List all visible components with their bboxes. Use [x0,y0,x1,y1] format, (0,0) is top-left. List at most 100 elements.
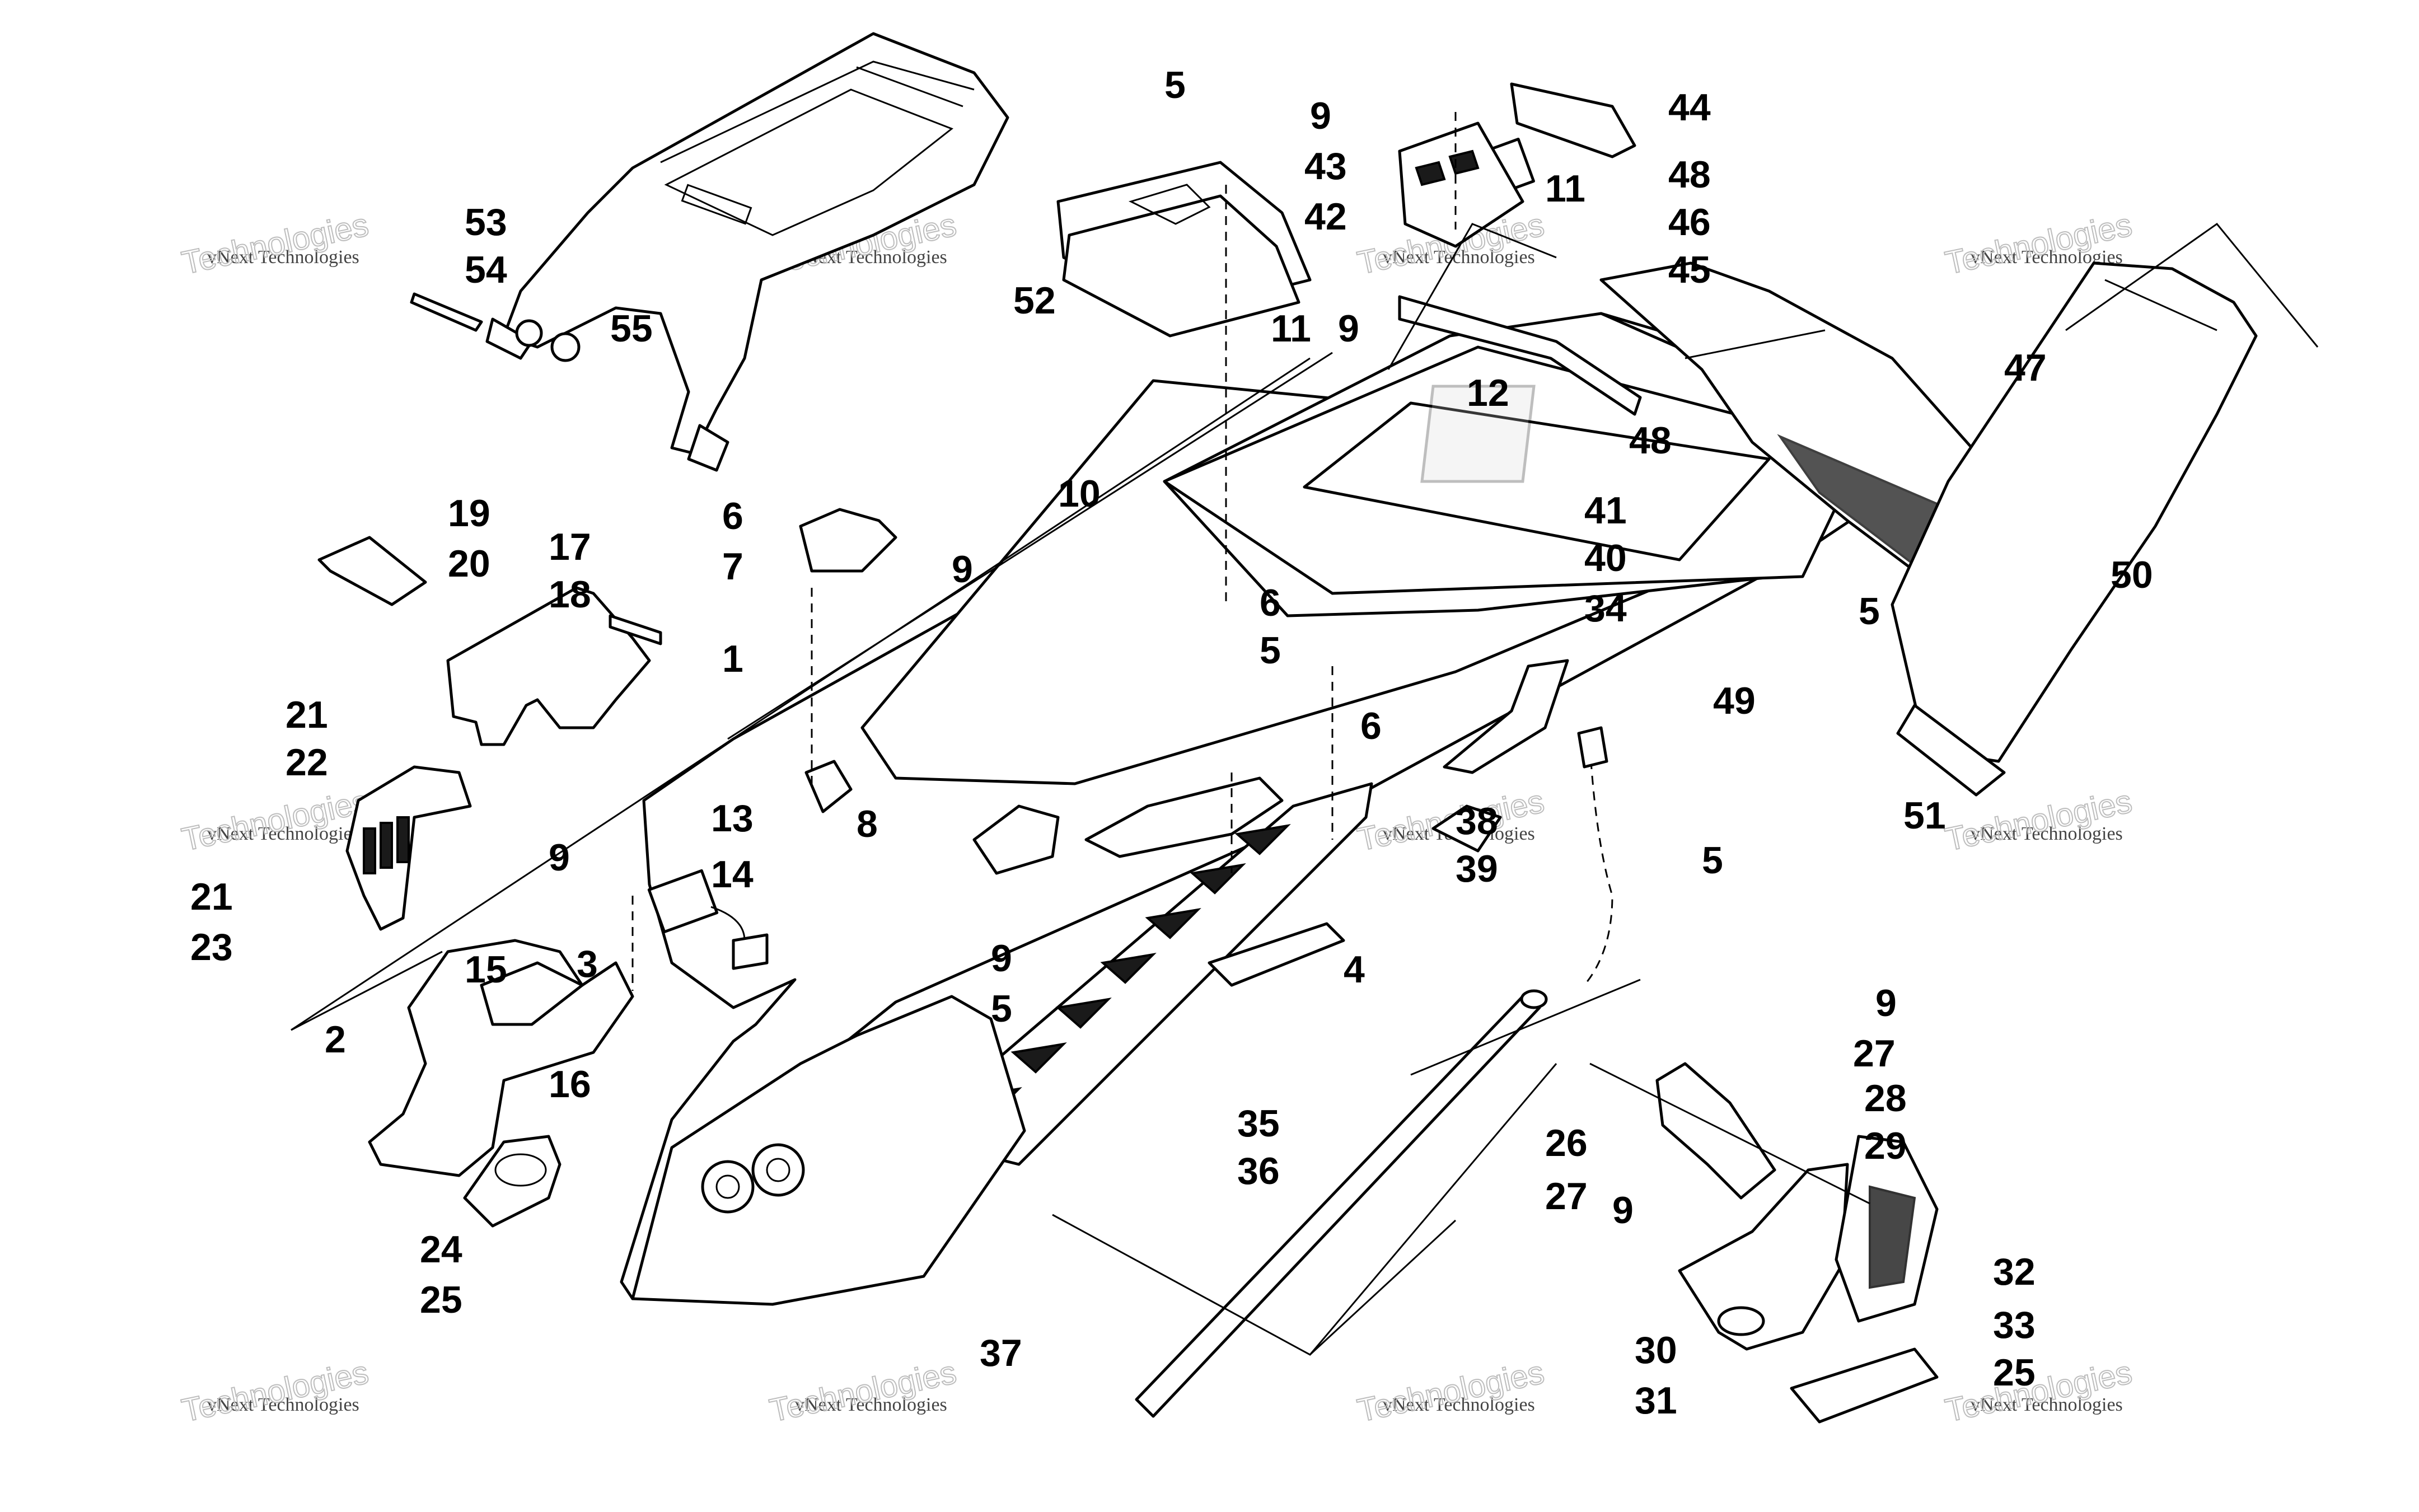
watermark-text: vNext Technologies [1383,1394,1535,1415]
callout-25: 25 [420,1279,462,1321]
front-bracket-side-part [345,765,472,931]
callout-9-f: 9 [1875,982,1897,1024]
callout-24: 24 [420,1228,462,1271]
leader-lines [291,112,2319,1356]
callout-7: 7 [722,545,743,588]
callout-9-g: 9 [1612,1189,1634,1232]
cable-part [1577,726,1613,986]
watermark-text: vNext Technologies [1383,247,1535,268]
callout-25-b: 25 [1993,1351,2036,1394]
running-board-part [631,782,1373,1306]
callout-45: 45 [1668,249,1711,291]
callout-8: 8 [857,803,878,845]
callout-36: 36 [1237,1150,1280,1192]
callout-20: 20 [448,542,490,585]
callout-51: 51 [1903,794,1946,837]
watermark-outline-text: Technologies [1354,1354,1547,1429]
callout-9-e: 9 [991,937,1012,980]
front-cover-part [463,1135,562,1228]
callout-13: 13 [711,797,754,840]
callout-6-b: 6 [1260,582,1281,624]
callout-42: 42 [1304,195,1347,238]
watermark-text: vNext Technologies [1971,1394,2123,1415]
callout-5-c: 5 [1260,629,1281,672]
callout-21-b: 21 [190,876,233,918]
callout-44: 44 [1668,86,1711,129]
callout-2: 2 [325,1018,346,1061]
callout-23: 23 [190,926,233,968]
callout-48: 48 [1668,153,1711,196]
callout-6: 6 [722,495,743,537]
seat-part [485,32,1009,472]
guard-part [1443,659,1569,774]
watermark-outline-text: Technologies [179,783,372,858]
callout-12: 12 [1467,372,1509,414]
callout-41: 41 [1584,489,1627,532]
watermark-text: vNext Technologies [207,1394,359,1415]
watermark-outline-text: Technologies [766,1354,960,1429]
rear-shroud-part [1655,1062,1939,1424]
callout-11: 11 [1545,167,1585,210]
callout-labels: 5 9 44 43 42 11 48 46 45 53 54 55 52 11 … [190,64,2153,1422]
watermark-outline-text: Technologies [1942,783,2135,858]
callout-9-b: 9 [1338,307,1359,350]
callout-3: 3 [577,943,598,985]
callout-38: 38 [1456,800,1498,842]
rear-bumper-part [1891,261,2258,797]
callout-11-b: 11 [1271,307,1311,350]
callout-43: 43 [1304,145,1347,188]
callout-37: 37 [980,1332,1022,1374]
storage-bag-part [1056,161,1312,338]
callout-5-e: 5 [991,987,1012,1030]
callout-26: 26 [1545,1122,1588,1164]
callout-39: 39 [1456,848,1498,890]
callout-4: 4 [1344,948,1365,991]
callout-53: 53 [465,201,507,244]
front-bracket-part [368,939,634,1177]
rear-panel-part [972,776,1502,987]
seat-bolt-part [410,292,581,362]
callout-32: 32 [1993,1251,2036,1293]
callout-29: 29 [1864,1125,1907,1167]
callout-34: 34 [1584,587,1627,630]
callout-21: 21 [286,694,328,736]
hardware-part [647,508,897,970]
callout-50: 50 [2111,554,2153,596]
callout-18: 18 [549,573,591,616]
rail-tube-part [1135,989,1548,1418]
callout-1: 1 [722,638,743,680]
watermark-outline-text: Technologies [1942,1354,2135,1429]
cap-part [317,536,427,606]
front-bumper-part [446,586,662,746]
callout-30: 30 [1635,1329,1677,1371]
callout-28: 28 [1864,1077,1907,1120]
callout-5-d: 5 [1702,839,1723,882]
callout-55: 55 [610,307,653,350]
callout-9-d: 9 [549,836,570,879]
callout-16: 16 [549,1063,591,1106]
callout-5-b: 5 [1859,590,1880,633]
hitch-plate-part [1398,82,1636,248]
watermark-text: vNext Technologies [207,823,359,844]
callout-40: 40 [1584,537,1627,579]
callout-5: 5 [1164,64,1186,106]
callout-10: 10 [1058,472,1101,515]
watermark-outline-text: Technologies [179,1354,372,1429]
callout-48-b: 48 [1629,419,1672,462]
callout-6-c: 6 [1360,705,1382,747]
callout-31: 31 [1635,1379,1677,1422]
watermark-text: vNext Technologies [207,247,359,268]
watermark-outline-text: Technologies [179,207,372,282]
callout-27: 27 [1853,1032,1896,1075]
callout-35: 35 [1237,1102,1280,1145]
watermark-text: vNext Technologies [795,1394,947,1415]
callout-47: 47 [2004,347,2047,389]
callout-49: 49 [1713,680,1756,722]
callout-46: 46 [1668,201,1711,244]
callout-14: 14 [711,853,754,896]
callout-54: 54 [465,249,507,291]
watermark-text: vNext Technologies [1971,823,2123,844]
callout-33: 33 [1993,1304,2036,1346]
callout-17: 17 [549,526,591,568]
